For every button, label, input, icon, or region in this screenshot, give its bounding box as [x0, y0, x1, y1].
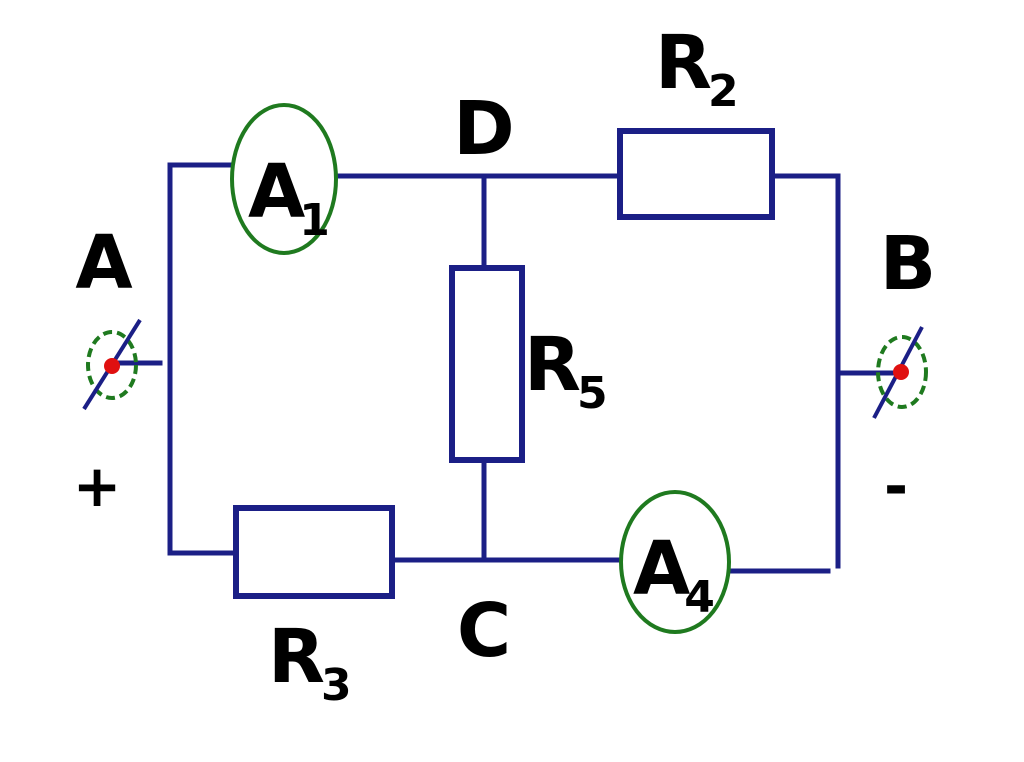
node-label-c: C — [457, 588, 511, 674]
wire-left-top — [167, 162, 239, 556]
polarity-plus: + — [73, 452, 122, 520]
terminal-b — [872, 326, 928, 419]
ammeter-a4-ring — [619, 490, 731, 634]
resistor-r5-label: R5 — [524, 322, 608, 419]
resistors — [233, 128, 775, 599]
resistor-r3-label: R3 — [268, 614, 352, 711]
resistor-r3 — [233, 505, 395, 599]
node-label-b: B — [880, 221, 936, 307]
resistor-r2 — [617, 128, 775, 220]
ammeter-a1-label: A1 — [248, 149, 330, 246]
resistor-r2-label: R2 — [655, 20, 739, 117]
terminal-b-ring — [876, 335, 928, 409]
terminal-a — [82, 318, 142, 411]
wires — [115, 162, 901, 574]
terminal-a-ring — [86, 330, 138, 400]
ammeters — [230, 103, 731, 634]
terminal-b-dot — [893, 364, 909, 380]
polarity-minus: - — [884, 452, 908, 520]
resistor-r5 — [449, 265, 525, 463]
ammeter-a4-label: A4 — [633, 526, 715, 623]
wire-r2-to-right — [769, 173, 841, 569]
node-label-a: A — [75, 220, 132, 306]
ammeter-a1-ring — [230, 103, 338, 255]
terminal-a-dot — [104, 358, 120, 374]
node-label-d: D — [453, 86, 514, 172]
